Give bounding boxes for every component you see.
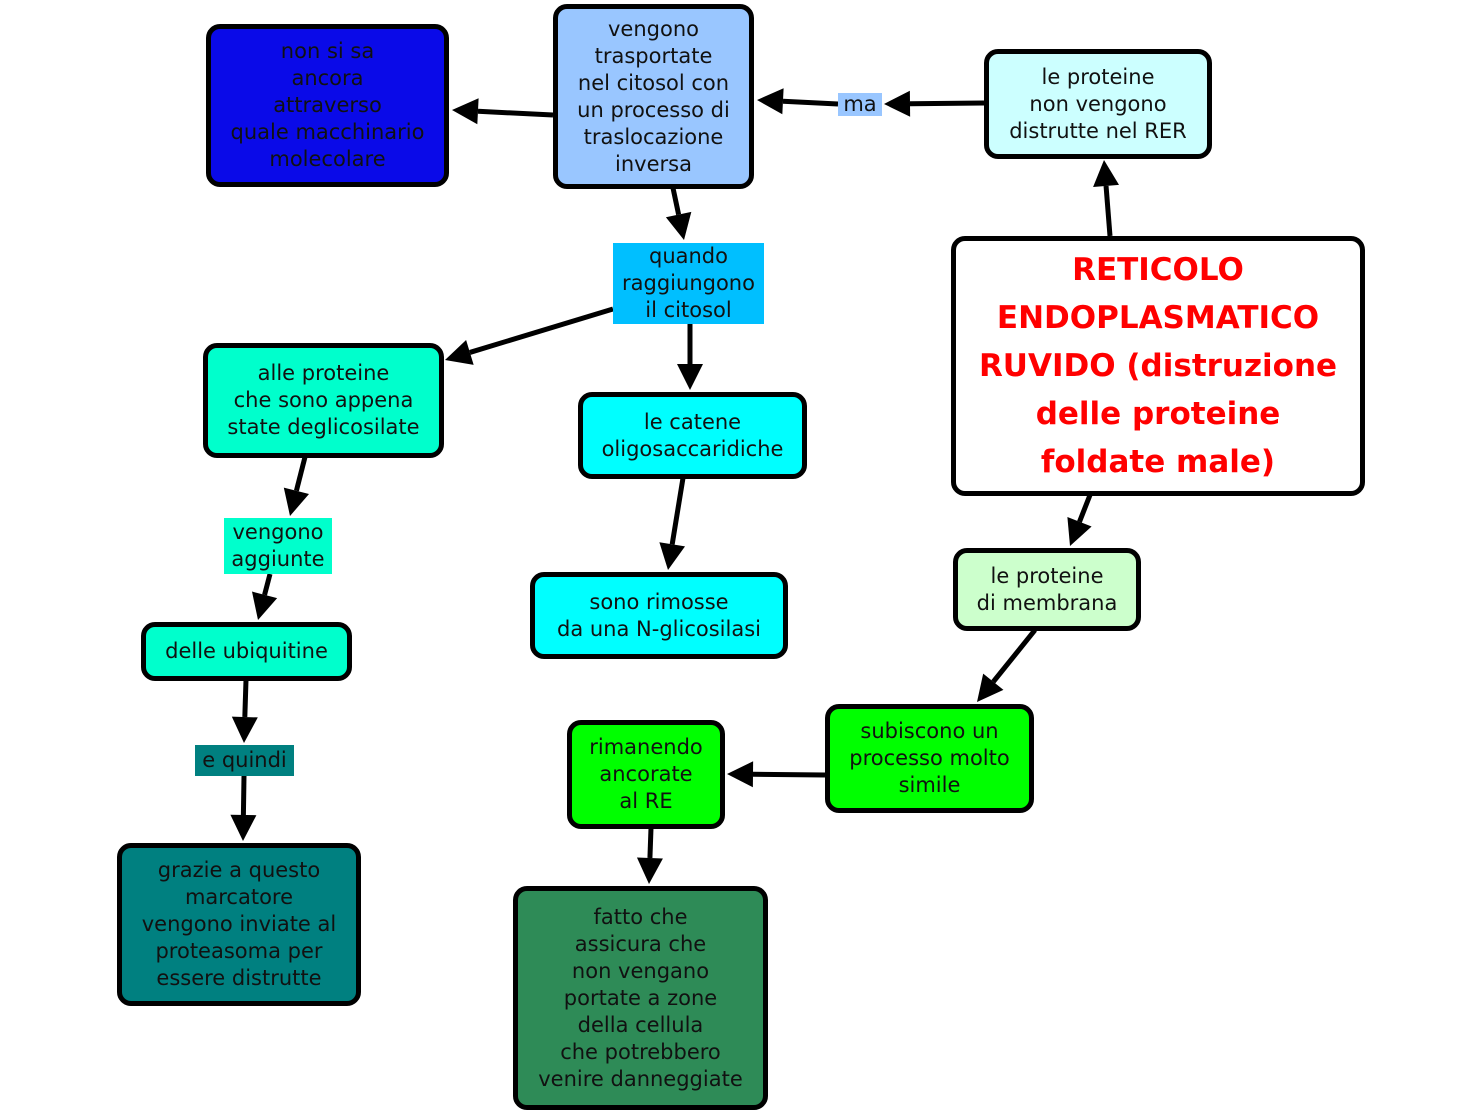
- node-oligosaccharide-chains: le catene oligosaccaridiche: [578, 392, 807, 479]
- arrow: [977, 628, 1037, 702]
- arrow: [727, 761, 826, 788]
- node-reverse-translocation: vengono trasportate nel citosol con un p…: [553, 4, 754, 189]
- link-label-vengono-aggiunte: vengono aggiunte: [224, 518, 332, 574]
- arrow: [659, 477, 686, 570]
- node-main-title: RETICOLO ENDOPLASMATICO RUVIDO (distruzi…: [951, 236, 1365, 496]
- arrow: [757, 88, 839, 115]
- node-removed-glycosidase: sono rimosse da una N-glicosilasi: [530, 572, 788, 659]
- node-ubiquitins: delle ubiquitine: [141, 622, 352, 681]
- node-similar-process: subiscono un processo molto simile: [825, 704, 1034, 813]
- arrow: [231, 679, 258, 743]
- arrow: [677, 323, 703, 390]
- arrow: [1067, 494, 1093, 546]
- arrow: [1093, 160, 1120, 237]
- link-label-quando: quando raggiungono il citosol: [613, 243, 764, 324]
- node-not-destroyed: le proteine non vengono distrutte nel RE…: [984, 49, 1212, 159]
- link-label-ma: ma: [838, 92, 882, 116]
- node-deglycosylated-proteins: alle proteine che sono appena state degl…: [203, 343, 444, 458]
- arrow: [452, 98, 554, 125]
- arrow: [251, 573, 278, 620]
- node-proteasome: grazie a questo marcatore vengono inviat…: [117, 843, 361, 1006]
- arrow: [636, 827, 663, 884]
- arrow: [445, 306, 614, 365]
- node-membrane-proteins: le proteine di membrana: [953, 548, 1141, 631]
- node-anchored-er: rimanendo ancorate al RE: [567, 720, 725, 829]
- node-cell-damage-prevention: fatto che assicura che non vengano porta…: [513, 886, 768, 1110]
- arrow: [230, 775, 257, 841]
- arrow: [884, 90, 985, 117]
- arrow: [665, 187, 692, 240]
- arrow: [283, 456, 310, 516]
- link-label-e-quindi: e quindi: [195, 745, 294, 776]
- node-unknown-machinery: non si sa ancora attraverso quale macchi…: [206, 24, 449, 187]
